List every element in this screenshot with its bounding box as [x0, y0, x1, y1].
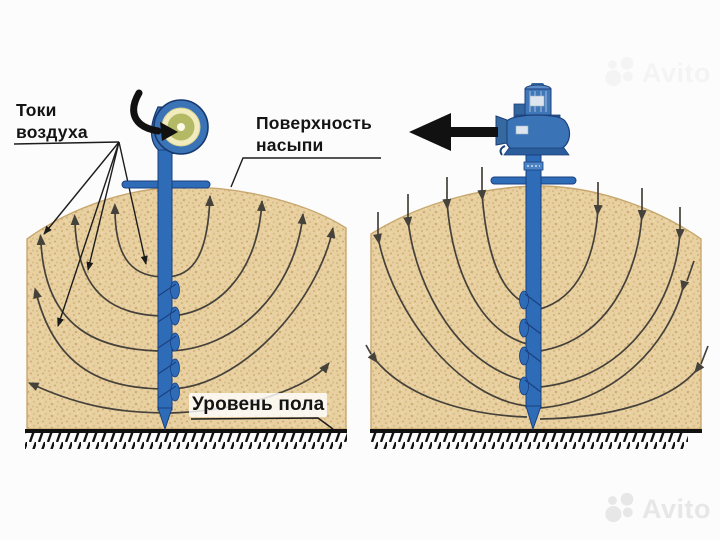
air-currents-label: Токи воздуха: [16, 100, 88, 143]
right-floor-line: [370, 429, 702, 433]
watermark-text: Avito: [642, 493, 711, 524]
watermark-text: Avito: [642, 57, 711, 88]
avito-logo-icon: [605, 492, 634, 523]
fan-intake-icon: [153, 99, 209, 155]
air-exhaust-arrow-icon: [409, 113, 498, 151]
fan-volute-housing: [503, 114, 571, 150]
auger-spiral: [519, 290, 542, 396]
motor-nameplate: [529, 95, 545, 107]
right-panel: [365, 83, 709, 449]
floor-level-label: Уровень пола: [189, 393, 328, 417]
left-floor-line: [25, 429, 347, 433]
air-currents-callout-lines: [13, 141, 148, 327]
right-floor-hatch: [370, 433, 688, 449]
auger-spiral: [157, 280, 180, 402]
deflector-skirt: [503, 147, 570, 156]
auger-tip: [525, 405, 542, 431]
pile-surface-callout-line: [230, 157, 381, 188]
floor-level-callout-line: [190, 417, 334, 430]
left-floor-hatch: [25, 433, 347, 449]
right-aerator-device: [490, 83, 577, 431]
left-aerator-device: [121, 89, 211, 431]
watermark-top-right: Avito: [604, 56, 711, 90]
right-air-current-arcs: [365, 167, 709, 420]
handle-hook: [499, 145, 506, 156]
auger-tip: [157, 407, 173, 431]
housing-nameplate: [515, 125, 529, 135]
auger-tube: [157, 149, 173, 411]
watermark-bottom-right: Avito: [604, 492, 711, 526]
auger-tube: [525, 154, 542, 409]
air-intake-curved-arrow-icon: [130, 89, 178, 141]
left-panel: [13, 89, 381, 449]
pile-surface-label: Поверхность насыпи: [256, 113, 373, 156]
tube-collar: [523, 161, 544, 171]
fan-outlet: [495, 115, 508, 146]
avito-logo-icon: [605, 56, 634, 87]
